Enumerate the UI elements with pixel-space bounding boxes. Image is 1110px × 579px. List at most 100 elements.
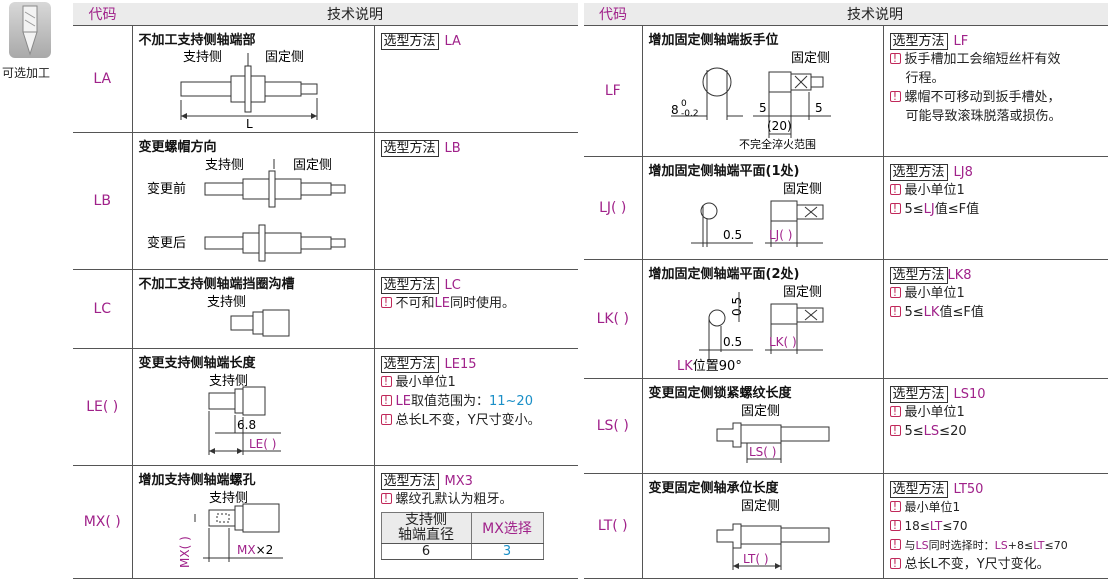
notice-icon: !: [380, 413, 392, 425]
lock-thread-diagram: 固定侧 LS( ): [716, 404, 829, 463]
note: !5≤LJ值≤F值: [884, 199, 1109, 218]
tap-hole-diagram: 支持侧 MX( ) MX×2: [178, 491, 283, 568]
table-row: LB 变更螺帽方向 支持侧 固定侧 变更前 变更后: [73, 132, 579, 270]
end-length-diagram: 支持侧 6.8 LE( ): [208, 374, 281, 455]
svg-text:LJ( ): LJ( ): [769, 228, 792, 242]
row-title: 不加工支持侧轴端挡圈沟槽: [138, 276, 295, 292]
note: !与LS同时选择时：LS+8≤LT≤70: [884, 535, 1109, 554]
notice-icon: !: [889, 538, 901, 550]
row-title: 变更固定侧锁紧螺纹长度: [648, 385, 792, 401]
note: !最小单位1: [884, 497, 1109, 516]
svg-text:支持侧: 支持侧: [205, 158, 244, 173]
svg-text:变更前: 变更前: [147, 181, 186, 197]
row-title: 增加固定侧轴端平面(1处): [648, 163, 800, 179]
note: !5≤LS≤20: [884, 421, 1109, 440]
notice-icon: !: [889, 557, 901, 569]
note: !5≤LK值≤F值: [884, 302, 1109, 321]
svg-text:固定侧: 固定侧: [293, 158, 332, 173]
table-row: LK( ) 增加固定侧轴端平面(2处) 固定侧 0.5 0.5: [584, 259, 1109, 379]
notice-icon: !: [889, 500, 901, 512]
notice-icon: !: [380, 394, 392, 406]
svg-text:固定侧: 固定侧: [783, 182, 822, 197]
table-row: LE( ) 变更支持侧轴端长度 支持侧 6.8 LE( ): [73, 348, 579, 466]
drill-icon: [9, 2, 51, 58]
notice-icon: !: [380, 296, 392, 308]
notice-icon: !: [889, 286, 901, 298]
svg-text:MX×2: MX×2: [237, 543, 273, 557]
svg-text:5: 5: [815, 101, 823, 115]
row-code: LC: [73, 269, 132, 349]
svg-text:5: 5: [759, 101, 767, 115]
note: !扳手槽加工会缩短丝杆有效: [884, 49, 1109, 68]
table-row: LJ( ) 增加固定侧轴端平面(1处) 固定侧 0.5: [584, 156, 1109, 260]
svg-text:LE( ): LE( ): [249, 437, 276, 451]
table-row: LF 增加固定侧轴端扳手位 固定侧 8 0 -0.2: [584, 25, 1109, 157]
row-code: MX( ): [73, 465, 132, 579]
svg-text:固定侧: 固定侧: [741, 499, 780, 514]
row-title: 增加支持侧轴端螺孔: [138, 472, 256, 488]
note: !最小单位1: [884, 402, 1109, 421]
wrench-flat-diagram: 固定侧 8 0 -0.2 5: [670, 51, 831, 151]
notice-icon: !: [889, 405, 901, 417]
row-code: LS( ): [584, 378, 642, 474]
svg-text:LK位置90°: LK位置90°: [677, 359, 742, 374]
single-flat-diagram: 固定侧 0.5 LJ( ): [690, 182, 823, 247]
double-flat-diagram: 固定侧 0.5 0.5 LK( ) LK位置90°: [677, 285, 823, 374]
desc-header: 技术说明: [642, 3, 1108, 26]
left-spec-table: 代码 技术说明 LA 不加工支持侧轴端部 支持侧 固定侧: [73, 3, 578, 579]
row-code: LK( ): [584, 259, 642, 379]
code-header: 代码: [73, 3, 132, 26]
notice-icon: !: [889, 52, 901, 64]
svg-text:6.8: 6.8: [237, 418, 256, 432]
row-title: 变更固定侧轴承位长度: [648, 480, 779, 496]
svg-text:LS( ): LS( ): [749, 445, 776, 459]
row-code: LA: [73, 25, 132, 133]
retaining-groove-diagram: 支持侧: [207, 295, 289, 336]
svg-text:8: 8: [671, 103, 679, 117]
shaft-diagram-la: 支持侧 固定侧 L: [180, 50, 317, 131]
tag-label: 可选加工: [2, 66, 51, 80]
row-title: 变更支持侧轴端长度: [138, 355, 256, 371]
notice-icon: !: [889, 424, 901, 436]
svg-text:不完全淬火范围: 不完全淬火范围: [739, 137, 816, 151]
svg-text:变更后: 变更后: [147, 235, 186, 251]
svg-text:LT( ): LT( ): [743, 552, 769, 566]
note: !不可和LE同时使用。: [375, 293, 579, 312]
table-row: LA 不加工支持侧轴端部 支持侧 固定侧 L: [73, 25, 579, 133]
row-title: 不加工支持侧轴端部: [138, 32, 256, 48]
svg-text:固定侧: 固定侧: [791, 51, 830, 66]
svg-text:0: 0: [681, 99, 687, 109]
svg-text:(20): (20): [767, 119, 792, 133]
svg-text:固定侧: 固定侧: [265, 50, 304, 65]
bearing-length-diagram: 固定侧 LT( ): [716, 499, 829, 570]
desc-header: 技术说明: [132, 3, 578, 26]
note: !螺纹孔默认为粗牙。: [375, 489, 579, 508]
svg-text:LK( ): LK( ): [769, 335, 797, 349]
row-code: LF: [584, 25, 642, 157]
notice-icon: !: [889, 90, 901, 102]
note: !最小单位1: [375, 372, 579, 391]
row-code: LJ( ): [584, 156, 642, 260]
note: !最小单位1: [884, 180, 1109, 199]
notice-icon: !: [380, 492, 392, 504]
row-title: 变更螺帽方向: [138, 139, 217, 155]
code-header: 代码: [584, 3, 642, 26]
mx-selection-table: 支持侧轴端直径 MX选择 6 3: [380, 511, 544, 560]
note: !最小单位1: [884, 283, 1109, 302]
svg-text:MX( ): MX( ): [178, 536, 192, 568]
notice-icon: !: [889, 305, 901, 317]
table-row: MX( ) 增加支持侧轴端螺孔 支持侧 MX( ) MX×2: [73, 465, 579, 579]
notice-icon: !: [380, 375, 392, 387]
